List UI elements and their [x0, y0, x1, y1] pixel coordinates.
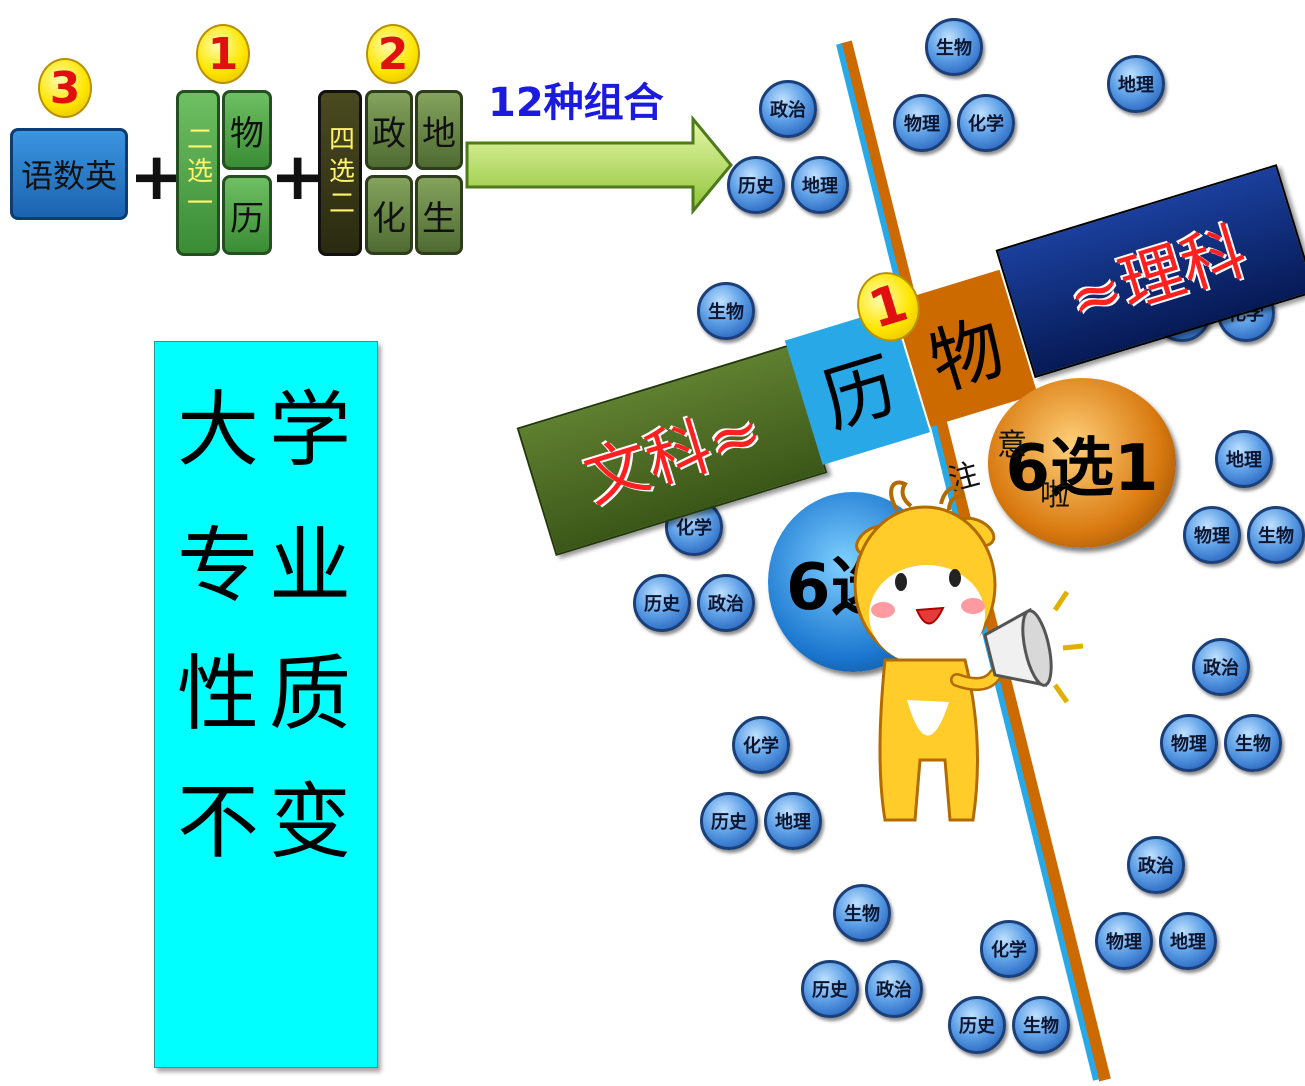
subject-bubble-right: 政治 [865, 960, 923, 1018]
science-label: ≈理科 [1059, 214, 1256, 339]
subject-bubble-right: 地理 [791, 156, 849, 214]
badge-second-choice: 2 [366, 24, 420, 84]
subject-bubble-label: 物理 [1106, 932, 1142, 953]
plus-sign-1: + [129, 138, 185, 215]
subject-bubble-left: 历史 [633, 574, 691, 632]
subject-bubble-label: 化学 [743, 736, 779, 757]
choose-six-right-oval: 6选1 [988, 378, 1176, 548]
subject-bubble-label: 物理 [904, 114, 940, 135]
subject-bubble-label: 地理 [775, 812, 811, 833]
subject-bubble-label: 政治 [708, 594, 744, 615]
subject-bubble-label: 化学 [968, 114, 1004, 135]
first-choice-option-physics: 物 [222, 90, 272, 170]
combinations-label: 12种组合 [488, 80, 664, 126]
subject-bubble-label: 历史 [644, 594, 680, 615]
subject-bubble-top: 化学 [732, 716, 790, 774]
first-choice-option-history: 历 [222, 175, 272, 255]
subject-bubble-top: 生物 [697, 282, 755, 340]
core-subjects-box: 语数英 [10, 128, 128, 220]
subject-bubble-label: 物理 [1171, 734, 1207, 755]
subject-bubble-label: 化学 [991, 940, 1027, 961]
subject-bubble-right: 地理 [764, 792, 822, 850]
choose-six-right-label: 6选1 [1005, 432, 1159, 506]
subject-bubble-label: 历史 [959, 1016, 995, 1037]
subject-bubble-label: 历史 [711, 812, 747, 833]
history-label: 历 [812, 341, 907, 444]
second-choice-option-geography: 地 [415, 90, 463, 170]
subject-bubble-left: 物理 [1095, 912, 1153, 970]
note-char-3: 啦 [1040, 478, 1070, 513]
subject-bubble-left: 物理 [1160, 714, 1218, 772]
subject-bubble-label: 地理 [1226, 450, 1262, 471]
subject-bubble-label: 政治 [770, 100, 806, 121]
subject-bubble-label: 物理 [1194, 526, 1230, 547]
subject-bubble-left: 历史 [727, 156, 785, 214]
liberal-arts-box: 文科≈ [516, 344, 828, 556]
subject-bubble-label: 地理 [802, 176, 838, 197]
subject-bubble-left: 历史 [700, 792, 758, 850]
core-subjects-label: 语数英 [20, 157, 117, 195]
subject-bubble-top: 政治 [759, 80, 817, 138]
subject-bubble-left: 历史 [948, 996, 1006, 1054]
subject-bubble-label: 生物 [708, 302, 744, 323]
subject-bubble-top: 政治 [1192, 638, 1250, 696]
subject-bubble-label: 历史 [738, 176, 774, 197]
subject-bubble-right: 政治 [697, 574, 755, 632]
subject-bubble-label: 生物 [1023, 1016, 1059, 1037]
plus-sign-2: + [270, 138, 326, 215]
panel-line-3: 性质 [177, 647, 362, 742]
subject-bubble-right: 化学 [957, 94, 1015, 152]
liberal-arts-label: 文科≈ [576, 394, 772, 519]
physics-label: 物 [920, 303, 1014, 406]
subject-bubble-top: 政治 [1127, 836, 1185, 894]
subject-bubble-left: 物理 [1183, 506, 1241, 564]
subject-bubble-top: 生物 [925, 18, 983, 76]
subject-bubble-top: 化学 [980, 920, 1038, 978]
second-choice-option-politics: 政 [365, 90, 413, 170]
panel-line-2: 专业 [177, 519, 362, 614]
subject-bubble-label: 地理 [1170, 932, 1206, 953]
subject-bubble-right: 生物 [1224, 714, 1282, 772]
right-arrow-icon [465, 115, 733, 215]
subject-bubble-label: 政治 [1203, 658, 1239, 679]
badge-first-choice: 1 [196, 24, 250, 84]
note-char-2: 意 [997, 428, 1027, 463]
subject-bubble-right: 生物 [1247, 506, 1305, 564]
subject-bubble-label: 生物 [1235, 734, 1271, 755]
first-choice-label: 二选一 [182, 125, 213, 221]
subject-bubble-right: 地理 [1159, 912, 1217, 970]
subject-bubble-label: 政治 [1138, 856, 1174, 877]
subject-bubble-top: 地理 [1215, 430, 1273, 488]
first-choice-label-box: 二选一 [176, 90, 220, 256]
subject-bubble-top: 生物 [833, 884, 891, 942]
subject-bubble-label: 生物 [1258, 526, 1294, 547]
subject-bubble-label: 政治 [876, 980, 912, 1001]
science-box: ≈理科 [995, 164, 1305, 379]
second-choice-option-chemistry: 化 [365, 175, 413, 255]
university-major-panel: 大学 专业 性质 不变 [154, 341, 378, 1068]
subject-bubble-top: 地理 [1107, 55, 1165, 113]
subject-bubble-label: 历史 [812, 980, 848, 1001]
subject-bubble-label: 生物 [844, 904, 880, 925]
second-choice-label-box: 四选二 [318, 90, 362, 256]
subject-bubble-label: 生物 [936, 38, 972, 59]
badge-core-count: 3 [38, 58, 92, 118]
panel-line-4: 不变 [177, 775, 362, 870]
panel-line-1: 大学 [177, 383, 362, 478]
second-choice-label: 四选二 [324, 125, 355, 221]
subject-bubble-label: 化学 [676, 518, 712, 539]
subject-bubble-left: 历史 [801, 960, 859, 1018]
second-choice-option-biology: 生 [415, 175, 463, 255]
subject-bubble-left: 物理 [893, 94, 951, 152]
cartoon-deer-megaphone-icon [853, 480, 1084, 822]
subject-bubble-label: 地理 [1118, 75, 1154, 96]
subject-bubble-right: 生物 [1012, 996, 1070, 1054]
